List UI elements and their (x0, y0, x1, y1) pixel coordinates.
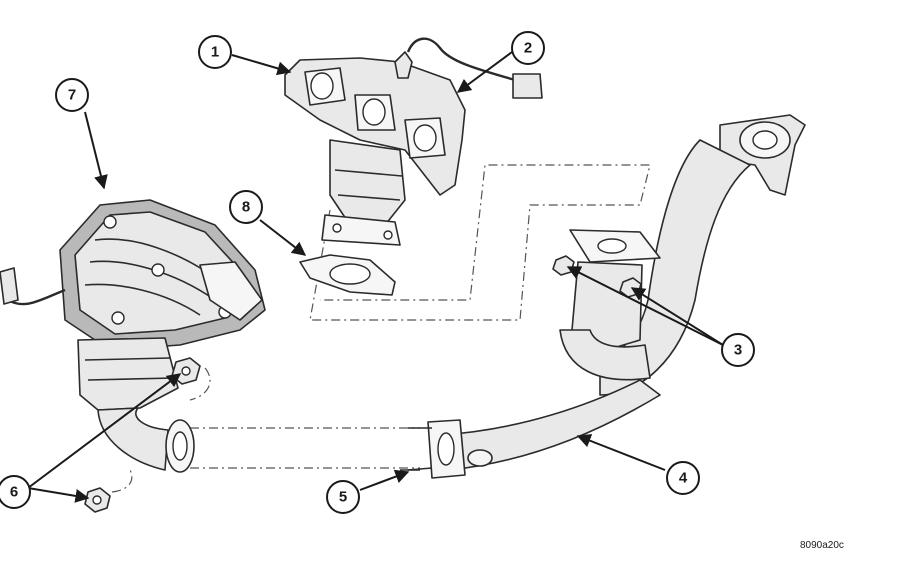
y-pipe (407, 114, 806, 479)
callout-1: 1 (198, 35, 232, 69)
leader-lines (27, 51, 724, 503)
callout-8: 8 (229, 190, 263, 224)
callout-4-label: 4 (679, 470, 688, 487)
callout-2: 2 (511, 31, 545, 65)
front-exhaust-manifold (284, 37, 543, 246)
alignment-lines (111, 164, 651, 493)
callout-6-label: 6 (10, 484, 18, 501)
callout-5: 5 (326, 480, 360, 514)
callout-1-label: 1 (211, 44, 219, 61)
callout-4: 4 (666, 461, 700, 495)
converter-gasket (299, 254, 396, 296)
callout-8-label: 8 (242, 199, 250, 216)
callout-2-label: 2 (524, 40, 532, 57)
callout-6: 6 (0, 475, 31, 509)
callout-7: 7 (55, 78, 89, 112)
rear-exhaust-manifold (0, 199, 266, 473)
callout-3: 3 (721, 333, 755, 367)
callout-5-label: 5 (339, 489, 347, 506)
callout-7-label: 7 (68, 87, 76, 104)
callout-3-label: 3 (734, 342, 742, 359)
figure-code: 8090a20c (800, 540, 844, 551)
